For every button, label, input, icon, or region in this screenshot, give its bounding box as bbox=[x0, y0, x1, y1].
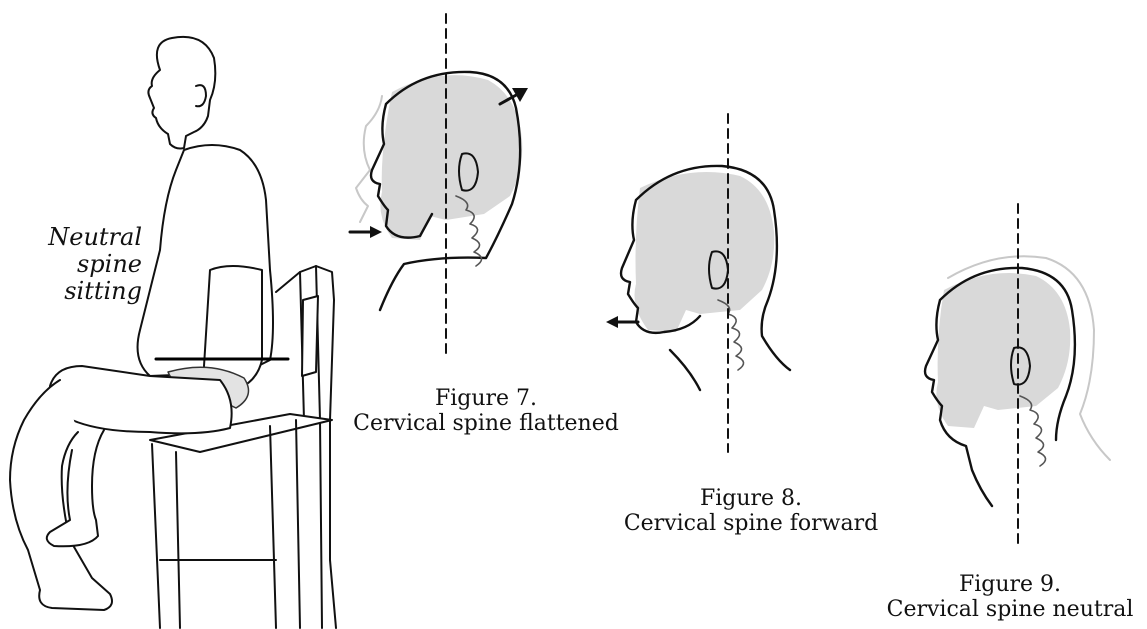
figure-8-number: Figure 8. bbox=[606, 486, 896, 511]
neutral-spine-sitting-label: Neutral spine sitting bbox=[40, 224, 142, 305]
figure-9-number: Figure 9. bbox=[874, 572, 1146, 597]
figure-8-arrow-forward bbox=[606, 316, 638, 328]
figure-7-arrow-in bbox=[350, 226, 382, 238]
seated-head bbox=[148, 37, 215, 149]
skull-shading bbox=[635, 172, 775, 332]
figure-9-caption-block: Figure 9. Cervical spine neutral bbox=[874, 572, 1146, 623]
figure-9-head-illustration bbox=[925, 204, 1110, 544]
figure-7-caption-block: Figure 7. Cervical spine flattened bbox=[336, 386, 636, 437]
figure-8-caption: Cervical spine forward bbox=[606, 511, 896, 536]
skull-shading bbox=[380, 75, 522, 240]
figure-8-caption-block: Figure 8. Cervical spine forward bbox=[606, 486, 896, 537]
sitting-label-line-2: spine bbox=[40, 251, 142, 278]
seated-torso bbox=[138, 145, 273, 392]
skull-shading bbox=[936, 273, 1070, 428]
sitting-label-line-1: Neutral bbox=[40, 224, 142, 251]
figure-7-caption: Cervical spine flattened bbox=[336, 411, 636, 436]
figure-7-number: Figure 7. bbox=[336, 386, 636, 411]
figure-9-caption: Cervical spine neutral bbox=[874, 597, 1146, 622]
sitting-label-line-3: sitting bbox=[40, 278, 142, 305]
seated-legs bbox=[10, 366, 232, 610]
figure-7-head-illustration bbox=[350, 14, 528, 354]
seated-figure-illustration bbox=[10, 37, 336, 628]
